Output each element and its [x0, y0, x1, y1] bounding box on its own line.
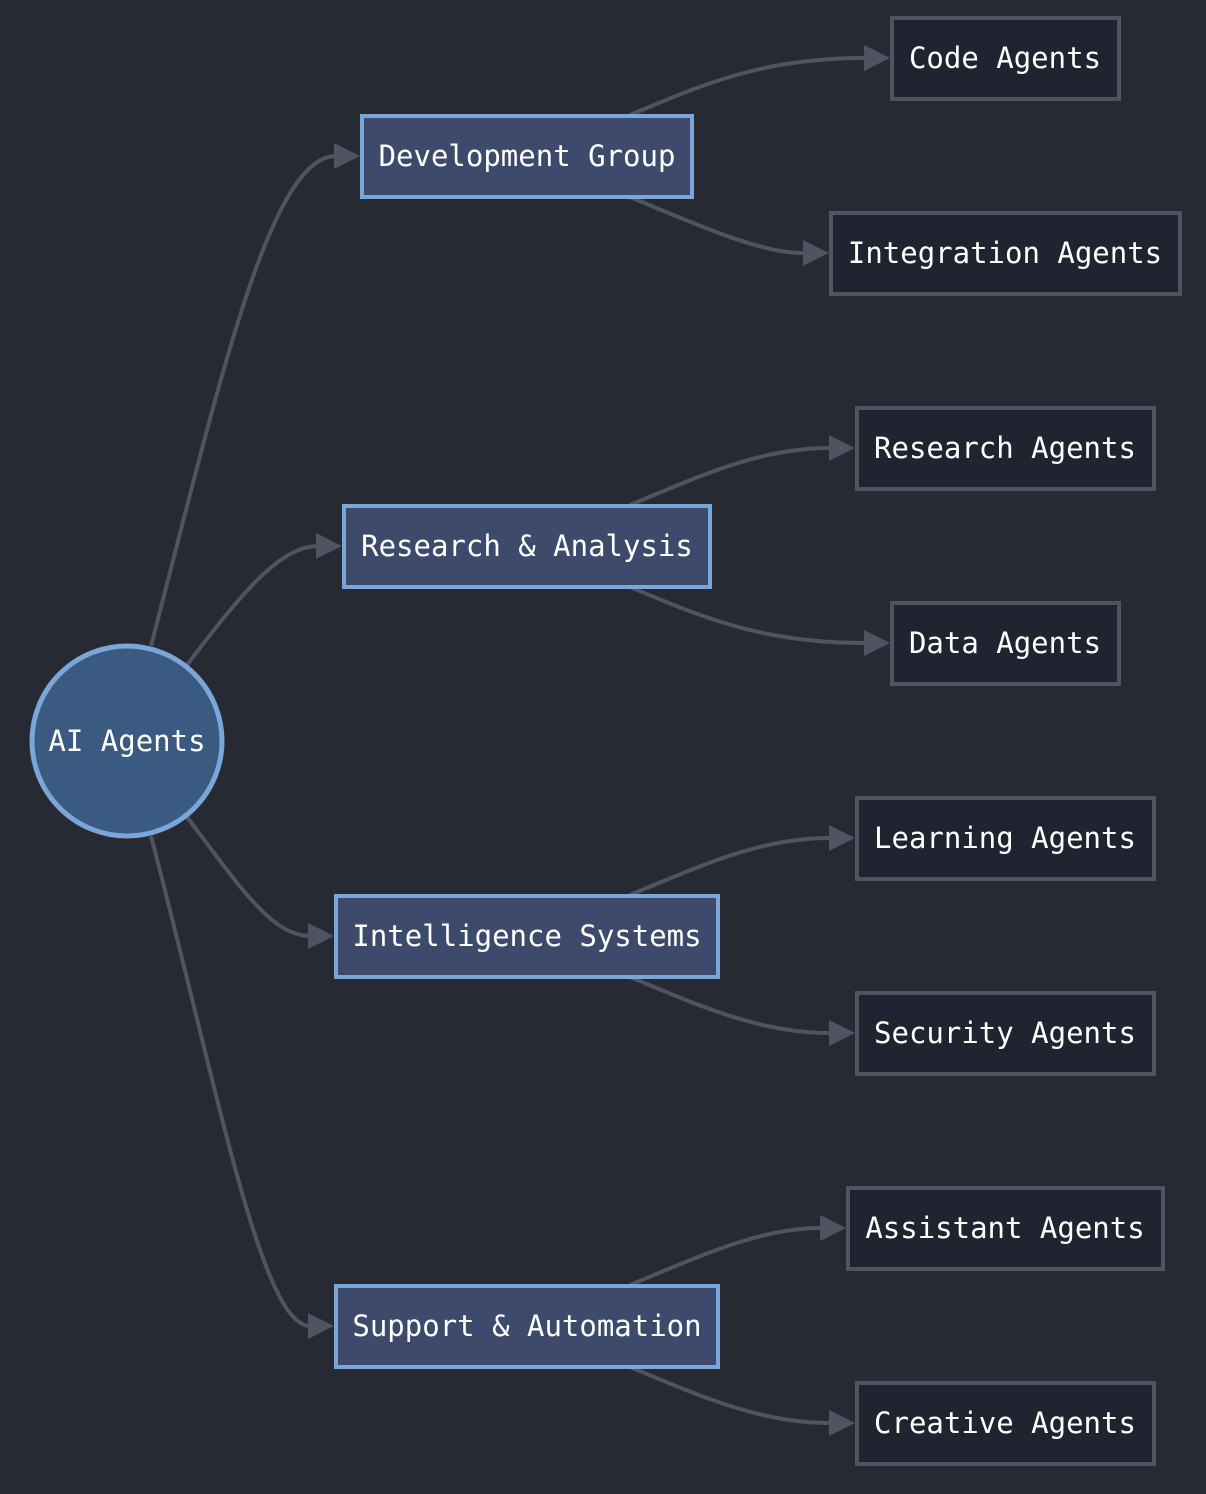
branch-edge-arrowhead: [803, 240, 829, 266]
branch-edge-arrowhead: [829, 1410, 855, 1436]
branch-edge-arrowhead: [829, 435, 855, 461]
leaf-node-box: [855, 991, 1156, 1076]
group-node-research-analysis[interactable]: Research & Analysis: [342, 504, 712, 589]
group-node-box: [360, 114, 694, 199]
leaf-node-label: Data Agents: [909, 626, 1101, 660]
leaf-node-data-agents[interactable]: Data Agents: [890, 601, 1121, 686]
root-edge: [149, 154, 337, 647]
leaf-node-label: Security Agents: [874, 1016, 1136, 1050]
leaf-node-assistant-agents[interactable]: Assistant Agents: [846, 1186, 1165, 1271]
leaf-node-code-agents[interactable]: Code Agents: [890, 16, 1121, 101]
group-node-label: Development Group: [379, 139, 676, 173]
group-node-label: Intelligence Systems: [352, 919, 701, 953]
group-node-box: [334, 894, 720, 979]
root-edge-arrowhead: [316, 533, 342, 559]
branch-edge: [629, 585, 865, 645]
branch-edge-arrowhead: [864, 45, 890, 71]
branch-edge: [629, 446, 830, 507]
leaf-node-label: Assistant Agents: [865, 1211, 1144, 1245]
group-node-support-automation[interactable]: Support & Automation: [334, 1284, 720, 1369]
leaf-node-security-agents[interactable]: Security Agents: [855, 991, 1156, 1076]
branch-edge-arrowhead: [864, 630, 890, 656]
group-node-box: [334, 1284, 720, 1369]
group-node-box: [342, 504, 712, 589]
nodes-layer: AI Agents Development Group Research & A…: [29, 16, 1182, 1466]
branch-edge: [629, 195, 804, 255]
leaf-node-research-agents[interactable]: Research Agents: [855, 406, 1156, 491]
branch-edge-arrowhead: [820, 1215, 846, 1241]
group-node-label: Research & Analysis: [361, 529, 693, 563]
leaf-node-label: Code Agents: [909, 41, 1101, 75]
root-edge-arrowhead: [334, 143, 360, 169]
edges-layer: [149, 45, 890, 1436]
root-edge-arrowhead: [308, 923, 334, 949]
leaf-node-box: [855, 1381, 1156, 1466]
leaf-node-box: [855, 406, 1156, 491]
root-edge: [185, 544, 319, 667]
root-node[interactable]: AI Agents: [29, 643, 225, 839]
group-node-development[interactable]: Development Group: [360, 114, 694, 199]
branch-edge: [629, 975, 830, 1035]
leaf-node-box: [829, 211, 1182, 296]
branch-edge: [629, 836, 830, 897]
leaf-node-box: [846, 1186, 1165, 1271]
root-node-label: AI Agents: [48, 724, 205, 758]
leaf-node-label: Creative Agents: [874, 1406, 1136, 1440]
leaf-node-label: Integration Agents: [848, 236, 1162, 270]
branch-edge: [629, 56, 865, 117]
leaf-node-label: Learning Agents: [874, 821, 1136, 855]
leaf-node-creative-agents[interactable]: Creative Agents: [855, 1381, 1156, 1466]
branch-edge: [629, 1226, 821, 1287]
leaf-node-integration-agents[interactable]: Integration Agents: [829, 211, 1182, 296]
root-edge: [149, 835, 311, 1328]
leaf-node-label: Research Agents: [874, 431, 1136, 465]
branch-edge-arrowhead: [829, 1020, 855, 1046]
leaf-node-box: [890, 16, 1121, 101]
group-node-intelligence[interactable]: Intelligence Systems: [334, 894, 720, 979]
leaf-node-box: [855, 796, 1156, 881]
root-node-circle: [29, 643, 225, 839]
branch-edge-arrowhead: [829, 825, 855, 851]
root-edge: [185, 815, 311, 938]
root-edge-arrowhead: [308, 1313, 334, 1339]
group-node-label: Support & Automation: [352, 1309, 701, 1343]
branch-edge: [629, 1365, 830, 1425]
leaf-node-box: [890, 601, 1121, 686]
leaf-node-learning-agents[interactable]: Learning Agents: [855, 796, 1156, 881]
